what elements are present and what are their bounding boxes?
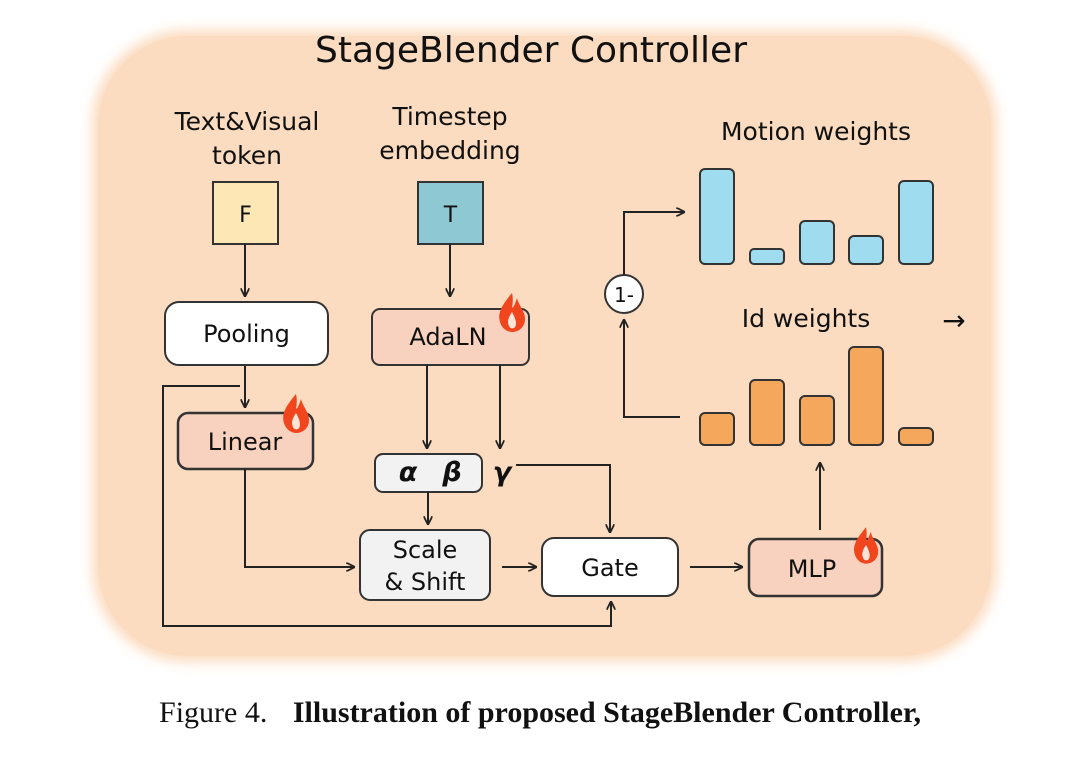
id-weights-arrow-glyph: → — [942, 304, 965, 337]
f-token-box — [212, 181, 279, 245]
alpha-symbol: α — [399, 457, 418, 488]
arrow-linear-to-scale — [244, 469, 354, 567]
beta-symbol: β — [441, 457, 461, 488]
figure-caption-text: Illustration of proposed StageBlender Co… — [292, 696, 921, 729]
linear-label: Linear — [208, 428, 283, 456]
adaln-label: AdaLN — [409, 323, 486, 351]
scale-label-line1: Scale — [393, 536, 458, 564]
mlp-label: MLP — [788, 555, 837, 583]
alpha-beta-box — [374, 453, 483, 493]
arrow-id-to-one-minus — [624, 320, 680, 418]
t-embedding-box — [417, 181, 484, 245]
adaln-block — [371, 308, 530, 366]
figure-caption: Figure 4. Illustration of proposed Stage… — [0, 696, 1080, 730]
text-visual-label-line2: token — [212, 141, 282, 170]
timestep-label-line2: embedding — [379, 136, 520, 165]
text-visual-label-line1: Text&Visual — [174, 107, 320, 136]
timestep-label-line1: Timestep — [391, 102, 507, 131]
arrow-skip-to-gate — [162, 385, 611, 627]
gate-block — [541, 537, 679, 597]
id-weight-bar-2 — [749, 379, 785, 446]
motion-weight-bar-3 — [799, 220, 835, 265]
motion-weight-bar-4 — [848, 235, 884, 265]
id-weight-bar-3 — [799, 395, 835, 446]
id-weight-bar-5 — [898, 427, 934, 446]
panel-background — [98, 36, 991, 656]
scale-label-line2: & Shift — [385, 568, 466, 596]
one-minus-label: 1- — [614, 283, 634, 307]
id-weight-bar-1 — [699, 412, 735, 446]
figure-caption-label: Figure 4. — [159, 696, 268, 729]
motion-weight-bar-1 — [699, 168, 735, 265]
gate-label: Gate — [581, 554, 638, 582]
scale-shift-block — [359, 529, 491, 601]
motion-weights-label: Motion weights — [721, 117, 911, 146]
arrow-one-minus-to-motion — [623, 212, 684, 275]
arrow-gamma-to-gate — [516, 464, 610, 532]
t-embedding-symbol: T — [443, 203, 458, 228]
gamma-symbol: γ — [493, 457, 513, 488]
id-weight-bar-4 — [848, 346, 884, 446]
motion-weight-bar-2 — [749, 248, 785, 265]
f-token-symbol: F — [239, 203, 252, 228]
mlp-block — [747, 537, 884, 598]
pooling-block — [164, 301, 329, 366]
motion-weight-bar-5 — [898, 180, 934, 265]
connector-arrows — [162, 212, 820, 627]
diagram-title: StageBlender Controller — [315, 30, 747, 71]
id-weights-label: Id weights — [742, 304, 871, 333]
pooling-label: Pooling — [203, 320, 290, 348]
